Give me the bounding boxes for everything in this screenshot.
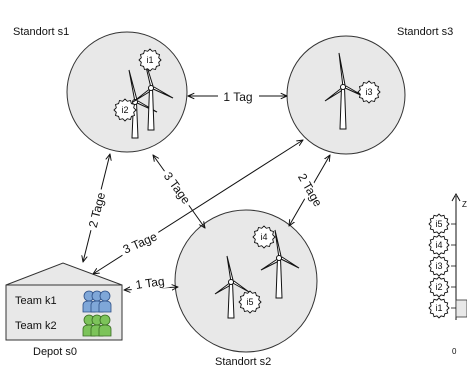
depot-label: Depot s0 (33, 346, 77, 358)
panel-task-badge-i2: i2 (428, 276, 456, 298)
svg-text:i1: i1 (435, 303, 442, 313)
panel-task-badge-i5: i5 (428, 213, 456, 235)
site-s2-label: Standort s2 (215, 356, 271, 368)
edge-label-s3-s2: 2 Tage (291, 168, 327, 213)
edge-label-s1-s2: 3 Tage (158, 165, 197, 210)
site-s3-circle (286, 35, 406, 155)
team-k1-workers-icon (82, 290, 112, 313)
svg-text:i1: i1 (146, 55, 153, 65)
site-s1-circle (66, 31, 188, 153)
panel-task-badge-i4: i4 (428, 234, 456, 256)
svg-text:2 Tage: 2 Tage (295, 171, 325, 209)
panel-axis-bottom-label: 0 (452, 347, 457, 356)
task-badge-i2: i2 (113, 98, 137, 122)
task-badge-i5: i5 (238, 290, 262, 314)
task-stack-panel: Z 0 i5 i4 i3 i2 i1 (428, 192, 467, 356)
svg-text:i3: i3 (365, 87, 372, 97)
svg-text:i3: i3 (435, 261, 442, 271)
svg-text:2 Tage: 2 Tage (86, 191, 108, 229)
wind-turbine-icon (324, 52, 366, 130)
panel-task-badge-i1: i1 (428, 297, 456, 319)
edge-label-s0-s2: 1 Tag (129, 271, 170, 293)
svg-text:i4: i4 (260, 232, 267, 242)
panel-axis-top-label: Z (462, 200, 467, 209)
edge-label-s1-s3: 1 Tag (218, 88, 259, 105)
edge-label-s0-s3: 3 Tage (117, 226, 163, 258)
edge-label-s0-s1: 2 Tage (83, 187, 109, 233)
site-s3-label: Standort s3 (397, 26, 453, 38)
task-badge-i1: i1 (138, 48, 162, 72)
site-s1-label: Standort s1 (13, 26, 69, 38)
panel-y-axis-arrow (451, 192, 461, 202)
team-k2-workers-icon (82, 314, 112, 337)
svg-text:i5: i5 (435, 219, 442, 229)
svg-text:1 Tag: 1 Tag (135, 274, 166, 292)
svg-text:1 Tag: 1 Tag (223, 90, 252, 104)
svg-text:3 Tage: 3 Tage (161, 169, 194, 206)
svg-text:i2: i2 (435, 282, 442, 292)
svg-text:i2: i2 (121, 105, 128, 115)
team-k2-label: Team k2 (15, 320, 57, 332)
task-badge-i3: i3 (357, 80, 381, 104)
panel-task-badge-i3: i3 (428, 255, 456, 277)
svg-text:i5: i5 (246, 297, 253, 307)
svg-text:i4: i4 (435, 240, 442, 250)
site-s2-circle (174, 209, 318, 353)
team-k1-label: Team k1 (15, 295, 57, 307)
